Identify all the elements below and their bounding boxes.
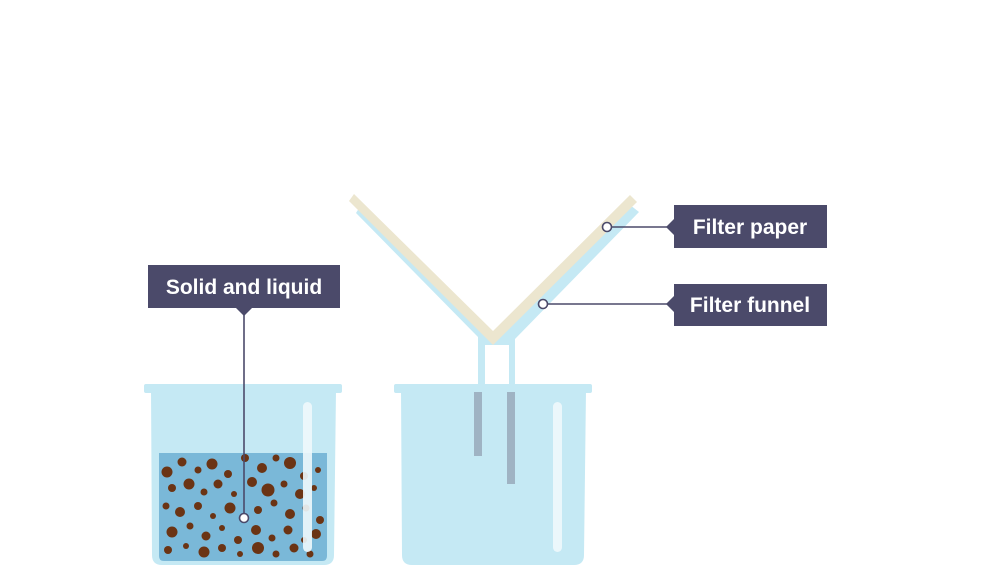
solid-particle (295, 489, 305, 499)
solid-particle (177, 457, 187, 467)
solid-particle (201, 531, 211, 541)
solid-particles (161, 454, 324, 558)
solid-particle (315, 467, 321, 473)
solid-particle (218, 544, 226, 552)
filter-funnel-label-box (674, 284, 827, 326)
solid-liquid-callout: Solid and liquid (148, 265, 340, 524)
solid-particle (311, 529, 321, 539)
solid-particle (206, 458, 218, 470)
left-beaker-glare (303, 402, 312, 552)
solid-particle (161, 466, 173, 478)
filter-funnel-callout: Filter funnel (537, 284, 827, 326)
solid-particle (237, 551, 243, 557)
solid-particle (251, 525, 261, 535)
solid-particle (306, 550, 314, 558)
solid-particle (224, 470, 232, 478)
filter-paper-label-box (674, 205, 827, 248)
filter-funnel-label-pointer (666, 296, 674, 312)
solid-particle (164, 546, 172, 554)
solid-particle (247, 477, 257, 487)
solid-particle (200, 488, 208, 496)
solid-particle (268, 534, 276, 542)
solid-particle (284, 457, 296, 469)
solid-particle (272, 454, 280, 462)
solid-particle (289, 543, 299, 553)
solid-particle (168, 484, 176, 492)
solid-particle (257, 463, 267, 473)
solid-particle (175, 507, 185, 517)
solid-particle (231, 491, 237, 497)
funnel-stem-right-inside (507, 392, 515, 484)
funnel-stem-left-inside (474, 392, 482, 456)
solid-liquid-label-pointer (236, 308, 252, 316)
solid-liquid-label: Solid and liquid (166, 276, 322, 299)
solid-particle (224, 502, 236, 514)
right-beaker-glare (553, 402, 562, 552)
solid-particle (316, 516, 324, 524)
solid-particle (234, 536, 242, 544)
solid-particle (311, 485, 317, 491)
solid-particle (213, 479, 223, 489)
filter-paper-callout: Filter paper (601, 205, 827, 248)
solid-particle (280, 480, 288, 488)
solid-particle (186, 522, 194, 530)
right-beaker-body (401, 390, 586, 565)
filter-paper-pointer-dot (601, 221, 613, 233)
right-beaker-icon (394, 384, 592, 565)
solid-particle (241, 454, 249, 462)
solid-particle (283, 525, 293, 535)
solid-particle (194, 466, 202, 474)
filter-funnel-label: Filter funnel (690, 294, 810, 317)
filter-funnel-pointer-dot (537, 298, 549, 310)
solid-particle (254, 506, 262, 514)
solid-particle (210, 513, 216, 519)
solid-particle (261, 483, 275, 497)
solid-liquid-pointer-dot (238, 512, 250, 524)
solid-particle (252, 542, 264, 554)
filter-paper-icon (349, 194, 637, 345)
mixture-liquid (159, 453, 327, 561)
filter-paper-label-pointer (666, 219, 674, 235)
solid-particle (166, 526, 178, 538)
solid-particle (183, 478, 195, 490)
filter-paper-label: Filter paper (693, 216, 807, 239)
solid-liquid-label-box (148, 265, 340, 308)
solid-particle (198, 546, 210, 558)
solid-particle (270, 499, 278, 507)
left-beaker-icon (144, 384, 342, 565)
solid-particle (219, 525, 225, 531)
solid-particle (272, 550, 280, 558)
solid-particle (194, 502, 202, 510)
solid-particle (162, 502, 170, 510)
solid-particle (183, 543, 189, 549)
solid-particle (285, 509, 295, 519)
